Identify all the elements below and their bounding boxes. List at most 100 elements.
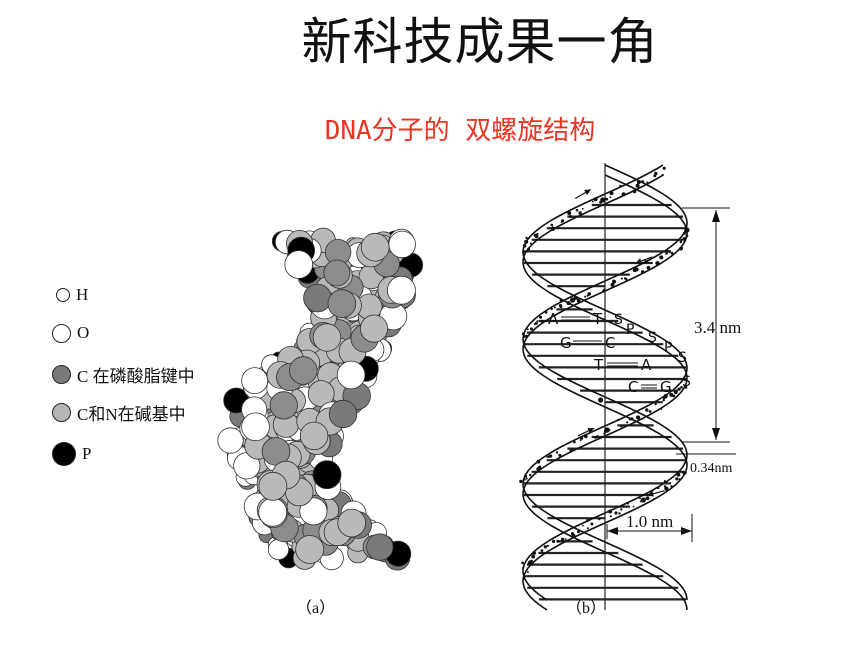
strand-shading — [522, 250, 526, 254]
strand-shading — [646, 181, 649, 184]
strand-shading — [587, 292, 591, 296]
strand-shading — [620, 508, 623, 511]
strand-shading — [666, 249, 669, 253]
strand-shading — [662, 396, 666, 400]
dimension-arrowhead — [712, 428, 720, 440]
strand-two — [522, 174, 688, 611]
legend-item: P — [52, 441, 91, 467]
strand-shading — [521, 561, 524, 565]
strand-direction-arrow — [577, 427, 595, 437]
atom — [366, 533, 394, 561]
atom — [241, 412, 270, 442]
strand-shading — [549, 454, 553, 458]
strand-shading — [628, 417, 632, 421]
strand-shading — [560, 537, 565, 542]
strand-shading — [625, 278, 628, 281]
strand-shading — [596, 435, 599, 438]
atom — [284, 250, 314, 279]
strand-shading — [609, 191, 614, 196]
strand-shading — [552, 226, 554, 228]
strand-shading — [654, 171, 658, 176]
strand-shading — [683, 462, 686, 464]
dimension-arrowhead — [607, 527, 618, 535]
rise-label: 0.34nm — [690, 461, 733, 476]
strand-direction-arrow — [635, 256, 653, 264]
strand-shading — [524, 239, 529, 244]
strand-shading — [609, 196, 612, 199]
strand-shading — [519, 479, 523, 484]
strand-shading — [680, 386, 683, 389]
panel-b-caption: （b） — [566, 600, 607, 617]
strand-shading — [620, 425, 623, 428]
strand-shading — [575, 208, 579, 212]
strand-shading — [614, 511, 618, 515]
backbone-label: S — [682, 374, 691, 390]
panel-a-caption: （a） — [296, 600, 336, 617]
strand-shading — [663, 480, 666, 483]
strand-shading — [683, 385, 688, 389]
strand-shading — [555, 451, 559, 454]
strand-shading — [651, 489, 654, 492]
strand-shading — [570, 532, 575, 536]
strand-shading — [539, 315, 543, 319]
strand-shading — [684, 378, 687, 382]
atom — [258, 471, 288, 501]
strand-shading — [586, 294, 589, 297]
strand-shading — [621, 192, 626, 197]
strand-shading — [669, 392, 674, 397]
legend-label: C 在磷酸脂键中 — [77, 366, 195, 386]
atom — [299, 421, 329, 451]
strand-shading — [610, 282, 615, 287]
strand-shading — [644, 260, 648, 264]
strand-shading — [586, 519, 590, 522]
strand-shading — [523, 478, 526, 481]
atom — [337, 508, 367, 538]
strand-shading — [665, 252, 668, 255]
strand-shading — [550, 307, 553, 311]
strand-shading — [605, 197, 609, 201]
strand-shading — [608, 509, 613, 514]
arrow-head — [584, 189, 591, 196]
strand-shading — [569, 449, 572, 453]
atom — [241, 367, 269, 395]
strand-shading — [626, 421, 629, 424]
strand-shading — [540, 319, 544, 323]
atom — [217, 427, 244, 454]
legend-label: C和N在碱基中 — [77, 404, 186, 424]
strand-shading — [543, 545, 548, 549]
dimension-arrowhead — [712, 210, 720, 222]
strand-shading — [521, 332, 525, 336]
atom — [312, 460, 342, 490]
atom — [299, 497, 328, 526]
legend-item: C 在磷酸脂键中 — [52, 361, 195, 387]
strand-node — [570, 297, 576, 303]
strand-shading — [636, 180, 641, 185]
base-label: T — [593, 356, 604, 374]
strand-shading — [530, 327, 533, 331]
strand-shading — [680, 378, 682, 381]
strand-shading — [656, 486, 660, 490]
strand-shading — [544, 310, 548, 314]
strand-shading — [676, 472, 681, 477]
strand-shading — [639, 497, 641, 500]
strand-shading — [576, 298, 581, 303]
strand-shading — [534, 321, 538, 325]
base-label: C — [605, 334, 615, 352]
strand-shading — [620, 277, 623, 280]
strand-shading — [526, 571, 529, 573]
strand-shading — [659, 255, 664, 260]
atom — [328, 399, 358, 429]
legend-item: H — [52, 282, 88, 308]
legend-swatch-icon — [52, 442, 76, 466]
atom — [307, 380, 335, 408]
legend-label: H — [76, 285, 89, 304]
strand-shading — [593, 197, 598, 202]
strand-shading — [635, 183, 640, 188]
strand-shading — [558, 453, 562, 457]
strand-shading — [528, 560, 532, 564]
strand-shading — [685, 234, 689, 238]
strand-shading — [525, 477, 528, 480]
page-title: 新科技成果一角 — [301, 13, 659, 71]
strand-shading — [569, 215, 573, 218]
strand-shading — [670, 251, 674, 255]
